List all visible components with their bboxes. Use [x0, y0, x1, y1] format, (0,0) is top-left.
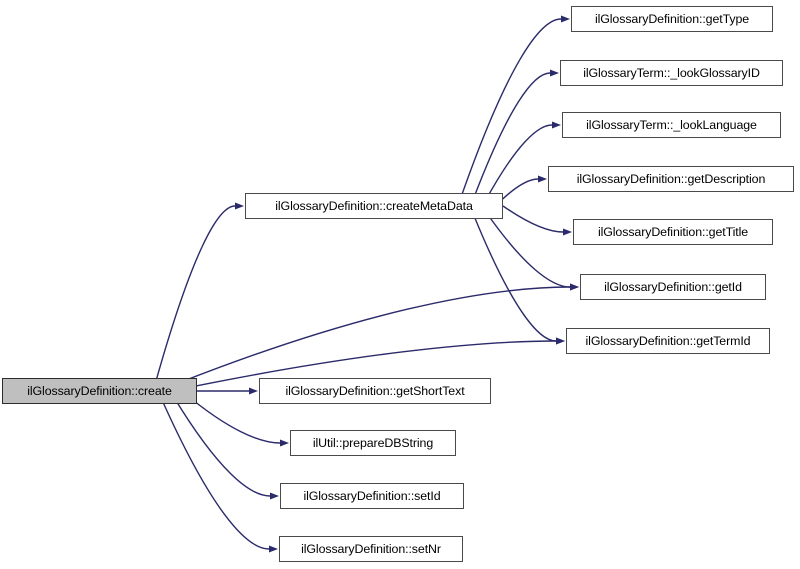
arrowhead-createMetaData-to-getTermId [556, 337, 565, 345]
arrowhead-createMetaData-to-lookGlossaryID [550, 69, 559, 77]
node-getTitle[interactable]: ilGlossaryDefinition::getTitle [573, 219, 773, 245]
node-createMetaData[interactable]: ilGlossaryDefinition::createMetaData [245, 193, 503, 219]
node-label-getId: ilGlossaryDefinition::getId [604, 279, 742, 294]
arrowhead-create-to-setId [270, 492, 279, 500]
node-setNr[interactable]: ilGlossaryDefinition::setNr [279, 536, 463, 562]
edge-create-to-getTermId [185, 340, 557, 389]
arrowhead-createMetaData-to-getTitle [563, 228, 572, 236]
node-label-getTermId: ilGlossaryDefinition::getTermId [585, 333, 751, 348]
node-create[interactable]: ilGlossaryDefinition::create [2, 378, 197, 404]
arrowhead-create-to-createMetaData [235, 202, 244, 210]
edge-create-to-setNr [161, 400, 270, 550]
edge-createMetaData-to-getType [461, 18, 562, 196]
edge-createMetaData-to-getId [484, 210, 571, 288]
edge-create-to-prepareDBString [185, 393, 281, 444]
node-getDescription[interactable]: ilGlossaryDefinition::getDescription [548, 166, 794, 192]
node-label-getTitle: ilGlossaryDefinition::getTitle [597, 224, 749, 239]
node-label-createMetaData: ilGlossaryDefinition::createMetaData [275, 198, 473, 213]
node-getShortText[interactable]: ilGlossaryDefinition::getShortText [259, 378, 491, 404]
edge-create-to-getId [173, 286, 571, 386]
node-getId[interactable]: ilGlossaryDefinition::getId [580, 274, 766, 300]
edge-createMetaData-to-lookLanguage [484, 124, 553, 202]
edge-createMetaData-to-getDescription [496, 178, 539, 205]
arrowhead-createMetaData-to-lookLanguage [552, 121, 561, 129]
node-label-getType: ilGlossaryDefinition::getType [594, 11, 750, 26]
arrowhead-create-to-setNr [269, 545, 278, 553]
node-lookGlossaryID[interactable]: ilGlossaryTerm::_lookGlossaryID [560, 60, 783, 86]
node-getTermId[interactable]: ilGlossaryDefinition::getTermId [566, 328, 770, 354]
edge-create-to-createMetaData [155, 205, 236, 381]
node-getType[interactable]: ilGlossaryDefinition::getType [571, 6, 773, 32]
node-label-create: ilGlossaryDefinition::create [27, 383, 172, 398]
node-label-lookLanguage: ilGlossaryTerm::_lookLanguage [586, 117, 757, 132]
edge-createMetaData-to-getTermId [472, 213, 557, 342]
edge-createMetaData-to-lookGlossaryID [473, 72, 551, 199]
node-label-lookGlossaryID: ilGlossaryTerm::_lookGlossaryID [583, 65, 760, 80]
arrowhead-create-to-getShortText [249, 387, 258, 395]
arrowhead-create-to-prepareDBString [280, 439, 289, 447]
node-lookLanguage[interactable]: ilGlossaryTerm::_lookLanguage [562, 112, 781, 138]
arrowhead-createMetaData-to-getDescription [538, 175, 547, 183]
node-label-setId: ilGlossaryDefinition::setId [303, 488, 441, 503]
node-setId[interactable]: ilGlossaryDefinition::setId [280, 483, 464, 509]
edge-create-to-setId [173, 396, 271, 497]
node-label-getShortText: ilGlossaryDefinition::getShortText [285, 383, 465, 398]
arrowhead-createMetaData-to-getType [561, 15, 570, 23]
arrowhead-createMetaData-to-getId [570, 283, 579, 291]
node-label-getDescription: ilGlossaryDefinition::getDescription [576, 171, 766, 186]
edge-createMetaData-to-getTitle [502, 205, 564, 233]
node-prepareDBString[interactable]: ilUtil::prepareDBString [290, 430, 456, 456]
node-label-setNr: ilGlossaryDefinition::setNr [301, 541, 441, 556]
node-label-prepareDBString: ilUtil::prepareDBString [312, 435, 434, 450]
